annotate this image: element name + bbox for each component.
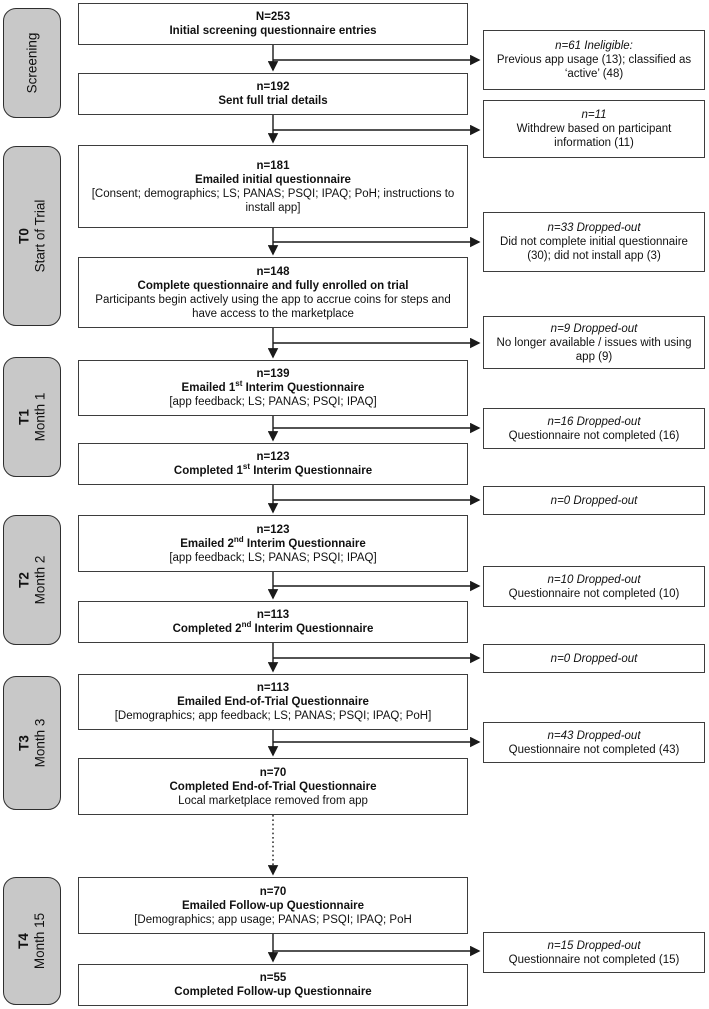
box-title: Completed 2nd Interim Questionnaire (172, 620, 374, 635)
flow-box-emailed-initial: n=181 Emailed initial questionnaire [Con… (78, 145, 468, 228)
dropout-box-followup: n=15 Dropped-out Questionnaire not compl… (483, 932, 705, 973)
box-title: Emailed 2nd Interim Questionnaire (180, 534, 366, 550)
flow-box-emailed-interim2: n=123 Emailed 2nd Interim Questionnaire … (78, 515, 468, 572)
dropout-n-value: n=0 Dropped-out (550, 494, 638, 507)
dropout-n-value: n=10 Dropped-out (547, 573, 641, 586)
box-detail: Participants begin actively using the ap… (95, 293, 451, 320)
flow-box-enrolled: n=148 Complete questionnaire and fully e… (78, 257, 468, 328)
box-title: Completed Follow-up Questionnaire (174, 986, 372, 998)
flow-box-completed-interim2: n=113 Completed 2nd Interim Questionnair… (78, 601, 468, 643)
dropout-n-value: n=15 Dropped-out (547, 939, 641, 952)
flow-box-completed-interim1: n=123 Completed 1st Interim Questionnair… (78, 443, 468, 485)
box-title: Sent full trial details (218, 95, 328, 107)
box-title: Emailed initial questionnaire (195, 173, 351, 186)
box-detail: [Demographics; app feedback; LS; PANAS; … (114, 710, 432, 722)
box-n-value: n=139 (256, 368, 290, 380)
dropout-box-interim1: n=16 Dropped-out Questionnaire not compl… (483, 408, 705, 449)
box-n-value: n=113 (256, 609, 290, 621)
box-n-value: n=55 (259, 972, 287, 984)
box-n-value: n=192 (256, 81, 290, 93)
stage-text: Screening (24, 32, 40, 94)
box-title: Complete questionnaire and fully enrolle… (137, 279, 409, 292)
box-title: Emailed Follow-up Questionnaire (181, 899, 365, 912)
stage-text: Month 15 (32, 912, 48, 970)
dropout-box-ineligible: n=61 Ineligible: Previous app usage (13)… (483, 30, 705, 90)
box-title: Emailed 1st Interim Questionnaire (181, 379, 365, 394)
stage-label-t0: T0 Start of Trial (3, 146, 61, 326)
stage-code: T4 (16, 933, 32, 949)
stage-code: T1 (16, 409, 31, 425)
dropout-box-eot: n=43 Dropped-out Questionnaire not compl… (483, 722, 705, 763)
dropout-box-initial-questionnaire: n=33 Dropped-out Did not complete initia… (483, 212, 705, 272)
dropout-box-withdrew: n=11 Withdrew based on participant infor… (483, 100, 705, 158)
stage-code: T2 (16, 572, 31, 588)
dropout-box-interim2-zero: n=0 Dropped-out (483, 644, 705, 673)
dropout-box-interim1-zero: n=0 Dropped-out (483, 486, 705, 515)
flow-box-sent-details: n=192 Sent full trial details (78, 73, 468, 115)
stage-text: Month 3 (32, 718, 47, 768)
box-detail: [Consent; demographics; LS; PANAS; PSQI;… (91, 187, 455, 214)
dropout-box-app-issues: n=9 Dropped-out No longer available / is… (483, 316, 705, 369)
dropout-detail: Withdrew based on participant informatio… (516, 123, 672, 149)
flow-box-emailed-followup: n=70 Emailed Follow-up Questionnaire [De… (78, 877, 468, 934)
flow-box-completed-followup: n=55 Completed Follow-up Questionnaire (78, 964, 468, 1006)
stage-text: Month 2 (32, 555, 47, 605)
dropout-detail: Did not complete initial questionnaire (… (500, 236, 688, 262)
box-title: Emailed End-of-Trial Questionnaire (177, 696, 369, 708)
flow-box-emailed-eot: n=113 Emailed End-of-Trial Questionnaire… (78, 674, 468, 730)
box-title: Initial screening questionnaire entries (169, 25, 377, 37)
box-n-value: n=113 (256, 682, 290, 694)
box-detail: [app feedback; LS; PANAS; PSQI; IPAQ] (169, 396, 377, 408)
dropout-detail: Questionnaire not completed (43) (508, 743, 680, 756)
stage-text: Month 1 (32, 392, 47, 442)
dropout-box-interim2: n=10 Dropped-out Questionnaire not compl… (483, 566, 705, 607)
box-detail: [app feedback; LS; PANAS; PSQI; IPAQ] (169, 551, 377, 564)
dropout-n-value: n=33 Dropped-out (547, 222, 641, 234)
dropout-n-value: n=9 Dropped-out (550, 322, 638, 335)
dropout-detail: Questionnaire not completed (10) (508, 587, 680, 600)
stage-code: T0 (16, 228, 31, 244)
stage-label-t4: T4 Month 15 (3, 877, 61, 1005)
dropout-n-value: n=16 Dropped-out (547, 415, 641, 428)
dropout-n-value: n=43 Dropped-out (547, 729, 641, 742)
box-n-value: n=70 (259, 766, 287, 779)
dropout-detail: Questionnaire not completed (16) (508, 429, 680, 442)
flow-box-emailed-interim1: n=139 Emailed 1st Interim Questionnaire … (78, 360, 468, 416)
box-n-value: N=253 (255, 11, 291, 23)
dropout-n-value: n=0 Dropped-out (550, 652, 638, 665)
stage-label-t3: T3 Month 3 (3, 676, 61, 810)
dropout-detail: Previous app usage (13); classified as ‘… (496, 54, 692, 80)
dropout-detail: Questionnaire not completed (15) (508, 953, 680, 966)
box-n-value: n=148 (256, 265, 290, 278)
flow-box-screening-entries: N=253 Initial screening questionnaire en… (78, 3, 468, 45)
box-n-value: n=123 (256, 523, 290, 536)
stage-label-t2: T2 Month 2 (3, 515, 61, 645)
stage-label-screening: Screening (3, 8, 61, 118)
dropout-n-value: n=61 Ineligible: (555, 40, 633, 52)
box-n-value: n=181 (256, 159, 290, 172)
box-title: Completed 1st Interim Questionnaire (173, 462, 373, 477)
dropout-detail: No longer available / issues with using … (496, 336, 692, 363)
stage-label-t1: T1 Month 1 (3, 357, 61, 477)
flow-box-completed-eot: n=70 Completed End-of-Trial Questionnair… (78, 758, 468, 815)
box-n-value: n=123 (256, 451, 290, 463)
box-n-value: n=70 (259, 885, 287, 898)
box-title: Completed End-of-Trial Questionnaire (169, 780, 377, 793)
stage-text: Start of Trial (32, 199, 47, 273)
box-detail: [Demographics; app usage; PANAS; PSQI; I… (134, 913, 412, 926)
box-detail: Local marketplace removed from app (178, 794, 368, 807)
stage-code: T3 (16, 735, 31, 751)
dropout-n-value: n=11 (581, 109, 607, 121)
